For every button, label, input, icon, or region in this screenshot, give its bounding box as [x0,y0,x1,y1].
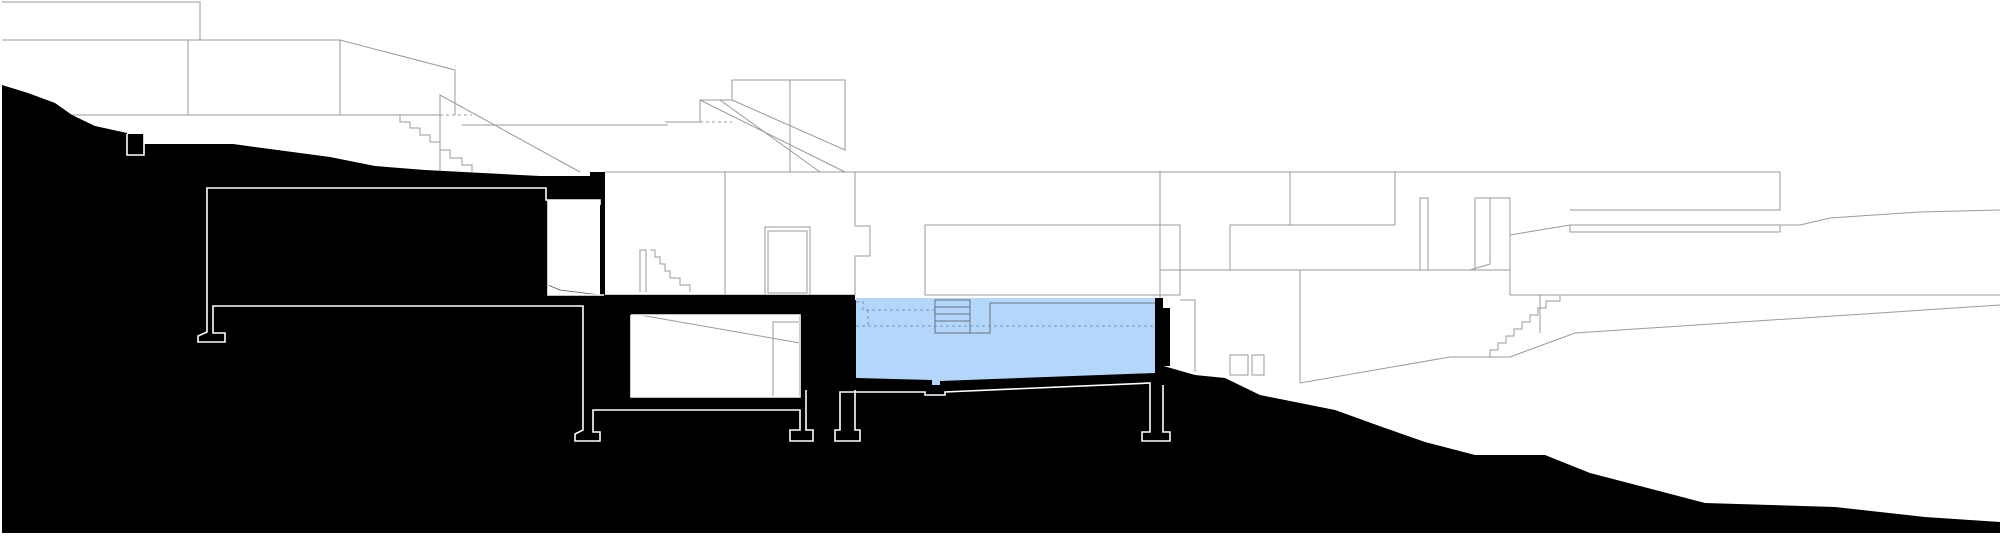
elevation-lines [2,1,2000,384]
basement-room [631,315,799,397]
chimney-cut [127,134,144,156]
pool-steps [934,299,1155,334]
foundation-outlines [126,134,1171,442]
swimming-pool-water [856,298,1155,385]
lower-room [548,200,600,295]
pool-edge-step [1163,308,1170,366]
pool-edge-wall [1155,298,1163,368]
